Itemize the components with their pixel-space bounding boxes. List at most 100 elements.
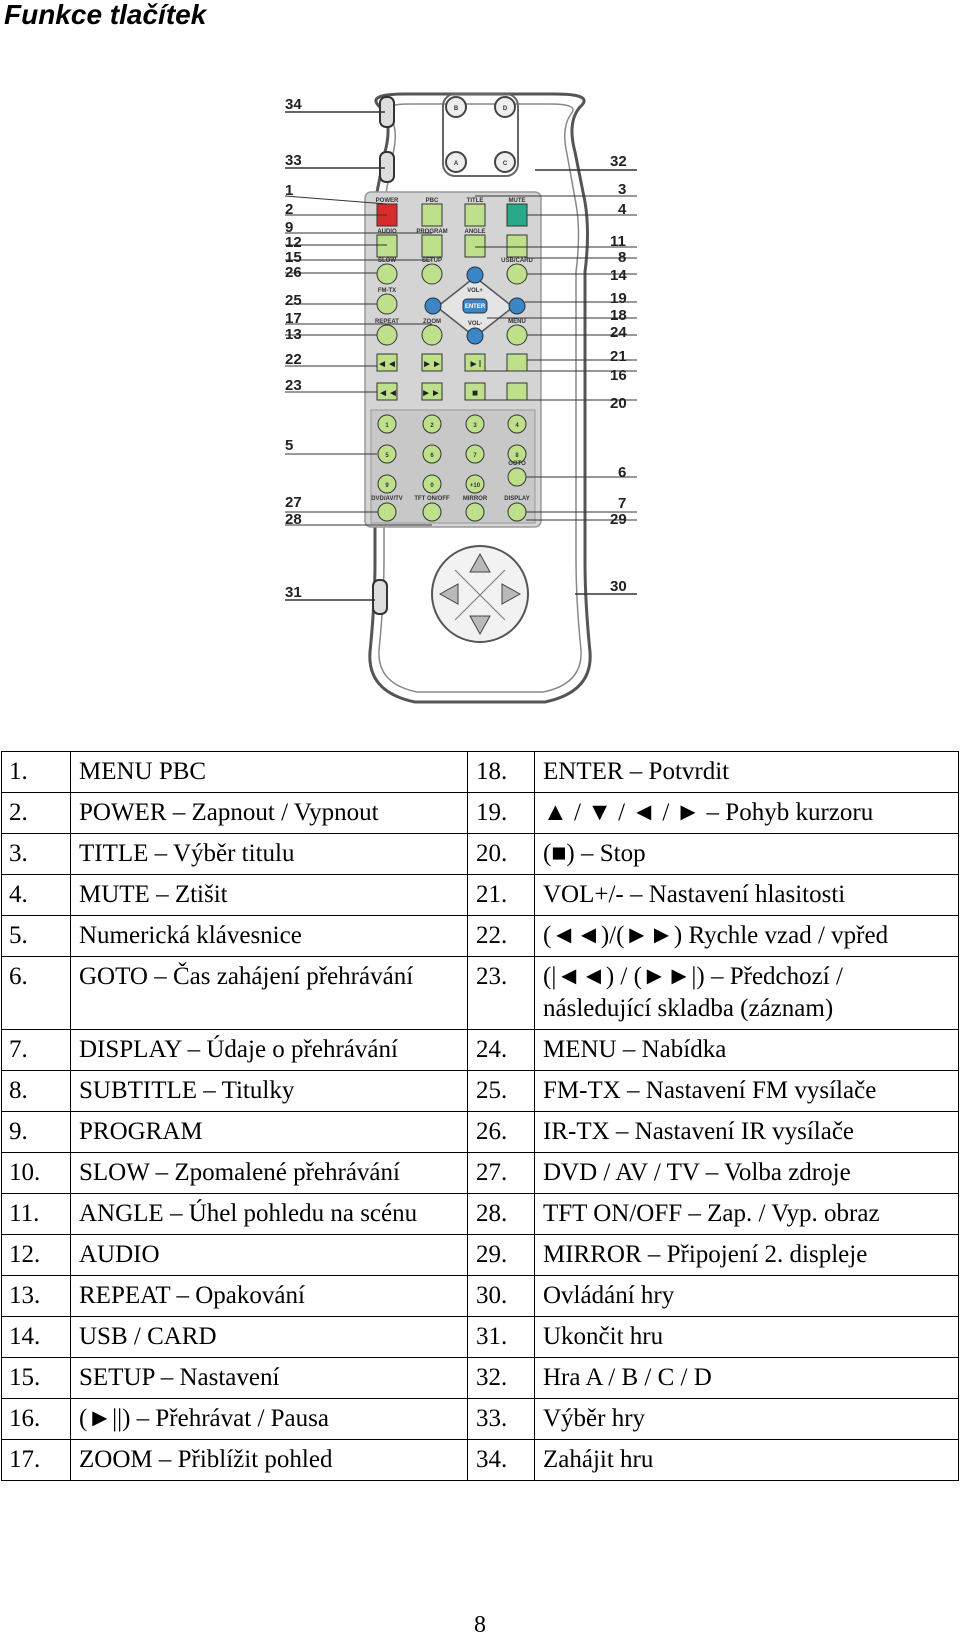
row-text-right: MENU – Nabídka	[534, 1029, 959, 1071]
digit-4-label: 4	[515, 423, 519, 429]
digit-8-button[interactable]	[507, 444, 527, 464]
digit-5-button[interactable]	[377, 444, 397, 464]
game-keys: B D A C	[442, 93, 519, 177]
game-pad-right-icon[interactable]	[501, 583, 522, 605]
goto-button[interactable]	[507, 467, 527, 487]
game-key-d-label: D	[503, 106, 508, 112]
row-number-right: 18.	[467, 751, 535, 793]
menu-label: MENU	[508, 319, 526, 325]
digit-1-button[interactable]	[377, 414, 397, 434]
row-text-left: (►||) – Přehrávat / Pausa	[70, 1398, 468, 1440]
usb-card-button[interactable]	[506, 263, 528, 285]
row-number-right: 20.	[467, 833, 535, 875]
digit-0-button[interactable]	[422, 474, 442, 494]
next-track-button[interactable]	[421, 382, 443, 401]
nav-left-button[interactable]	[424, 297, 442, 315]
mirror-label: MIRROR	[463, 496, 488, 502]
tft-button[interactable]	[422, 502, 442, 522]
row-number-right: 19.	[467, 792, 535, 834]
pbc-button[interactable]	[421, 203, 443, 227]
digit-9-button[interactable]	[377, 474, 397, 494]
digit-plus10-button[interactable]	[465, 474, 485, 494]
select-game-button[interactable]	[379, 151, 395, 183]
transport-row-2: |◄◄ ►►| ■	[376, 382, 528, 401]
display-button[interactable]	[507, 502, 527, 522]
fm-tx-button[interactable]	[376, 293, 398, 315]
dvd-av-tv-button[interactable]	[377, 502, 397, 522]
mute-button[interactable]	[506, 203, 528, 227]
menu-button[interactable]	[506, 324, 528, 346]
digit-3-label: 3	[473, 423, 477, 429]
game-pad-down-icon[interactable]	[469, 615, 491, 636]
callouts-left: 34 33 1 2 9 12 15 26 25 17 13 22 23 5 27…	[285, 96, 432, 601]
nav-down-button[interactable]	[466, 327, 484, 345]
mirror-button[interactable]	[465, 502, 485, 522]
subtitle-button[interactable]	[506, 234, 528, 258]
stop-button[interactable]	[464, 382, 486, 401]
row-text-left: USB / CARD	[70, 1316, 468, 1358]
zoom-button[interactable]	[421, 324, 443, 346]
row-text-left: ZOOM – Přiblížit pohled	[70, 1439, 468, 1481]
game-key-b-label: B	[454, 106, 459, 112]
vol-plus-button[interactable]	[506, 353, 528, 372]
mute-label: MUTE	[509, 198, 526, 204]
page-number: 8	[474, 1612, 486, 1638]
digit-4-button[interactable]	[507, 414, 527, 434]
game-pad-left-icon[interactable]	[438, 583, 459, 605]
vol-minus-button[interactable]	[506, 382, 528, 401]
digit-6-label: 6	[430, 453, 434, 459]
game-pad-up-icon[interactable]	[469, 552, 491, 573]
setup-button[interactable]	[421, 263, 443, 285]
program-button[interactable]	[421, 234, 443, 258]
digit-7-button[interactable]	[465, 444, 485, 464]
row-number-left: 6.	[1, 956, 71, 1030]
audio-button[interactable]	[376, 234, 398, 258]
display-label: DISPLAY	[504, 496, 529, 502]
nav-right-button[interactable]	[508, 297, 526, 315]
game-key-c[interactable]	[494, 151, 516, 173]
forward-button[interactable]	[421, 353, 443, 372]
callout-2: 2	[285, 201, 293, 218]
slow-button[interactable]	[376, 263, 398, 285]
play-pause-button[interactable]	[464, 353, 486, 372]
forward-icon: ►►	[422, 359, 442, 370]
digit-3-button[interactable]	[465, 414, 485, 434]
game-key-d[interactable]	[494, 96, 516, 118]
usb-card-label: USB/CARD	[501, 258, 533, 264]
zoom-label: ZOOM	[423, 319, 441, 325]
angle-button[interactable]	[464, 234, 486, 258]
game-key-a[interactable]	[445, 151, 467, 173]
row-text-left: PROGRAM	[70, 1111, 468, 1153]
row-text-right: ENTER – Potvrdit	[534, 751, 959, 793]
row-text-left: MUTE – Ztišit	[70, 874, 468, 916]
callout-23: 23	[285, 377, 302, 394]
exit-game-button[interactable]	[372, 579, 388, 615]
row-number-right: 30.	[467, 1275, 535, 1317]
row-text-left: SUBTITLE – Titulky	[70, 1070, 468, 1112]
row-text-left: DISPLAY – Údaje o přehrávání	[70, 1029, 468, 1071]
rewind-button[interactable]	[376, 353, 398, 372]
title-button[interactable]	[464, 203, 486, 227]
row-number-right: 26.	[467, 1111, 535, 1153]
row-number-left: 7.	[1, 1029, 71, 1071]
game-pad[interactable]	[431, 545, 529, 643]
nav-up-button[interactable]	[466, 266, 484, 284]
row-text-left: SETUP – Nastavení	[70, 1357, 468, 1399]
game-key-b[interactable]	[445, 96, 467, 118]
digit-5-label: 5	[385, 453, 389, 459]
slow-label: SLOW	[378, 258, 396, 264]
enter-button[interactable]	[462, 298, 488, 314]
pbc-label: PBC	[426, 198, 439, 204]
repeat-button[interactable]	[376, 324, 398, 346]
digit-2-button[interactable]	[422, 414, 442, 434]
digit-6-button[interactable]	[422, 444, 442, 464]
